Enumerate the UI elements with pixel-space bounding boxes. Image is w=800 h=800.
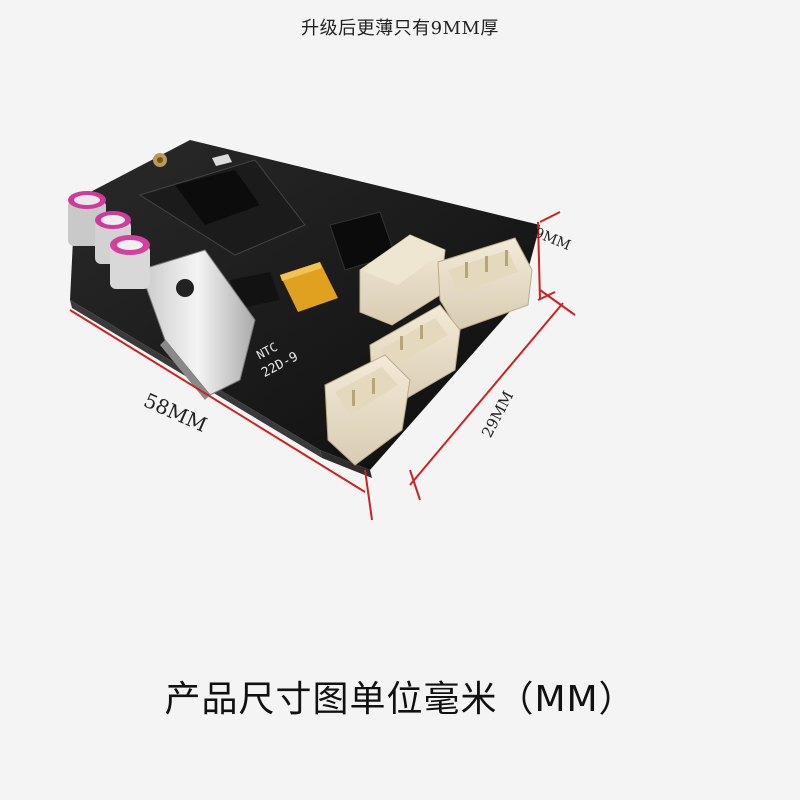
wire-connectors bbox=[324, 237, 533, 466]
voltage-regulator bbox=[139, 249, 256, 400]
bottom-caption: 产品尺寸图单位毫米（MM） bbox=[164, 679, 636, 720]
capacitor-3 bbox=[110, 235, 150, 289]
antenna-connector bbox=[153, 153, 167, 167]
connector-3 bbox=[324, 354, 411, 466]
relay bbox=[359, 234, 446, 326]
electrolytic-capacitors bbox=[68, 191, 150, 289]
tantalum-capacitor bbox=[280, 262, 338, 312]
dimension-lines bbox=[69, 211, 576, 521]
dimension-line-9 bbox=[537, 221, 541, 301]
ic-chips bbox=[230, 211, 396, 308]
connector-1 bbox=[437, 237, 533, 331]
top-caption: 升级后更薄只有9MM厚 bbox=[301, 18, 499, 39]
bluetooth-module bbox=[138, 154, 306, 256]
dimension-line-58 bbox=[69, 309, 366, 493]
dimension-line-29 bbox=[409, 302, 564, 486]
